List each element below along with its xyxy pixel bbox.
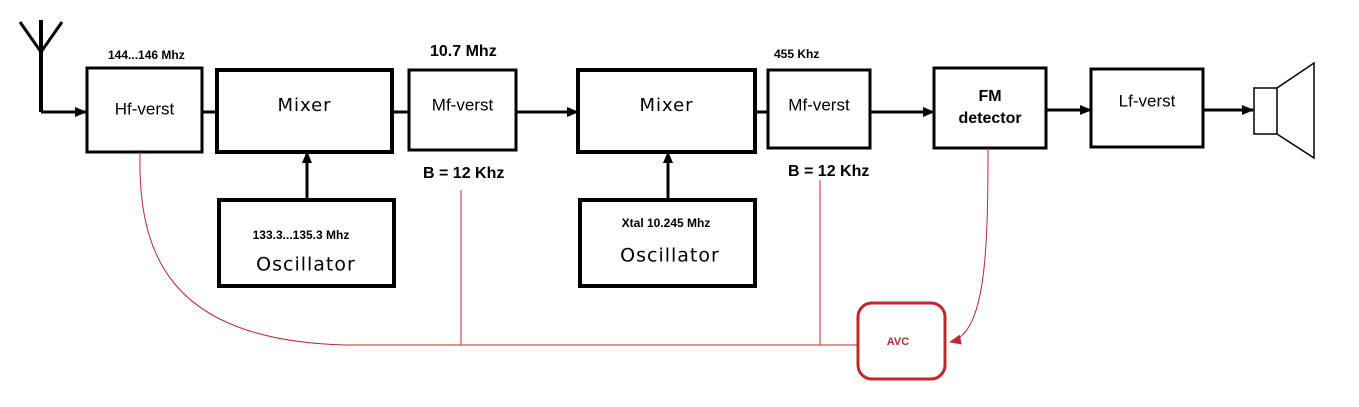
mixer1-block: [215, 68, 394, 154]
lf-verst-block: [1089, 67, 1205, 149]
lf-verst-label: Lf-verst: [1119, 91, 1176, 110]
mixer1-label: Mixer: [277, 95, 331, 116]
bandwidth2-label: B = 12 Khz: [788, 163, 869, 180]
signal-connections: [202, 105, 1254, 200]
mf-verst1-label: Mf-verst: [432, 95, 494, 114]
mixer2-label: Mixer: [639, 95, 693, 116]
bandwidth1-label: B = 12 Khz: [423, 165, 504, 182]
avc-line-to-hf: [139, 151, 858, 346]
mixer2-block: [576, 68, 757, 154]
hf-verst-block: [85, 66, 204, 154]
oscillator2-block: [578, 198, 757, 288]
fm-detector-block: [932, 66, 1048, 150]
oscillator2-label: Oscillator: [620, 245, 720, 267]
if1-freq-label: 10.7 Mhz: [430, 43, 497, 60]
hf-verst-label: Hf-verst: [115, 99, 175, 118]
speaker-icon: [1253, 61, 1315, 160]
avc-feedback-lines: [139, 147, 989, 346]
oscillator1-block: [217, 198, 396, 288]
mf-verst2-block: [766, 68, 872, 150]
oscillator2-freq: Xtal 10.245 Mhz: [622, 216, 711, 230]
avc-line-from-fm: [949, 147, 989, 345]
oscillator1-freq: 133.3...135.3 Mhz: [253, 228, 350, 242]
fm-detector-label-line2: detector: [958, 110, 1021, 127]
if2-freq-label: 455 Khz: [774, 47, 819, 61]
hf-freq-label: 144...146 Mhz: [108, 48, 185, 62]
avc-label: AVC: [887, 336, 909, 348]
fm-detector-label-line1: FM: [978, 88, 1001, 105]
antenna-icon: [18, 20, 87, 117]
avc-block: [856, 301, 947, 381]
mf-verst2-label: Mf-verst: [788, 95, 850, 114]
mf-verst1-block: [407, 68, 518, 152]
oscillator1-label: Oscillator: [256, 254, 356, 276]
